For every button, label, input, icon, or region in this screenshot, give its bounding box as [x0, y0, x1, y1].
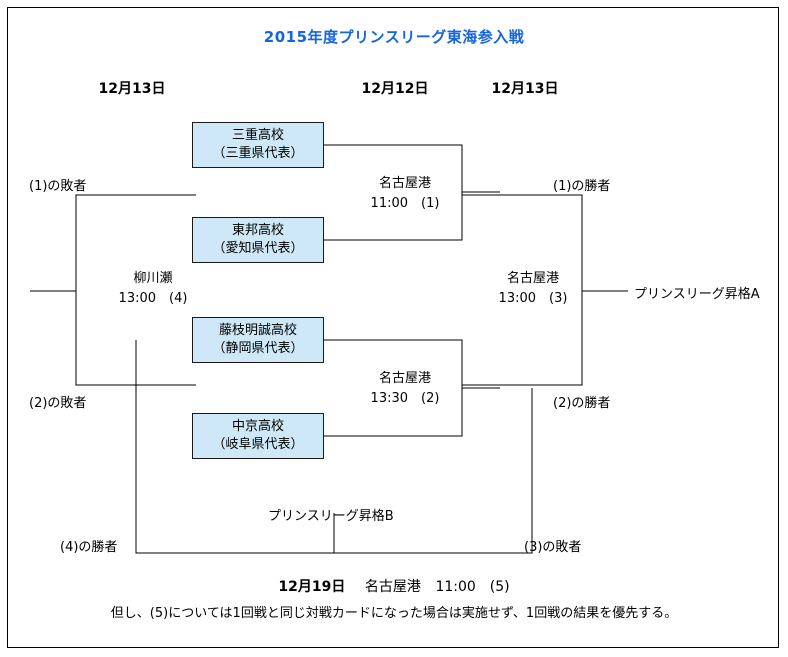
- team-box-chukyo[interactable]: 中京高校 （岐阜県代表）: [192, 413, 324, 459]
- match-label-1: 名古屋港 11:00 (1): [330, 174, 480, 214]
- team-name: 三重高校: [231, 128, 284, 143]
- label-loser-1: (1)の敗者: [29, 179, 87, 194]
- team-name: 中京高校: [231, 419, 284, 434]
- label-winner-4: (4)の勝者: [60, 540, 118, 555]
- date-header-middle: 12月12日: [361, 81, 429, 97]
- match-venue: 名古屋港: [506, 271, 559, 286]
- label-loser-2: (2)の敗者: [29, 396, 87, 411]
- match-venue: 名古屋港: [378, 176, 431, 191]
- label-winner-2: (2)の勝者: [553, 396, 611, 411]
- team-box-mie[interactable]: 三重高校 （三重県代表）: [192, 122, 324, 168]
- footer-date: 12月19日: [278, 579, 346, 595]
- team-region: （岐阜県代表）: [212, 437, 304, 452]
- date-header-left: 12月13日: [98, 81, 166, 97]
- date-header-right: 12月13日: [491, 81, 559, 97]
- team-region: （三重県代表）: [212, 146, 304, 161]
- footer-venue: 名古屋港: [364, 579, 421, 595]
- match-label-3: 名古屋港 13:00 (3): [458, 269, 608, 309]
- match-time: 13:00 (4): [118, 291, 188, 306]
- page-title: 2015年度プリンスリーグ東海参入戦: [263, 28, 525, 46]
- match-time: 13:00 (3): [498, 291, 568, 306]
- match-time: 13:30 (2): [370, 391, 440, 406]
- footer-note: 但し、(5)については1回戦と同じ対戦カードになった場合は実施せず、1回戦の結果…: [110, 606, 678, 621]
- promotion-label-b: プリンスリーグ昇格B: [268, 509, 394, 524]
- team-name: 藤枝明誠高校: [218, 323, 297, 338]
- team-box-toho[interactable]: 東邦高校 （愛知県代表）: [192, 217, 324, 263]
- match-time: 11:00 (1): [370, 196, 440, 211]
- page-border: [7, 7, 779, 648]
- team-name: 東邦高校: [231, 223, 284, 238]
- label-loser-3: (3)の敗者: [524, 540, 582, 555]
- label-winner-1: (1)の勝者: [553, 179, 611, 194]
- footer-match5: 12月19日 名古屋港 11:00 (5): [0, 576, 788, 596]
- match-label-2: 名古屋港 13:30 (2): [330, 369, 480, 409]
- promotion-label-a: プリンスリーグ昇格A: [634, 287, 760, 302]
- match-venue: 柳川瀬: [133, 271, 173, 286]
- team-region: （静岡県代表）: [212, 341, 304, 356]
- match-venue: 名古屋港: [378, 371, 431, 386]
- team-box-fujiedameisei[interactable]: 藤枝明誠高校 （静岡県代表）: [192, 317, 324, 363]
- team-region: （愛知県代表）: [212, 241, 304, 256]
- match-label-4: 柳川瀬 13:00 (4): [78, 269, 228, 309]
- footer-time: 11:00 (5): [435, 579, 510, 595]
